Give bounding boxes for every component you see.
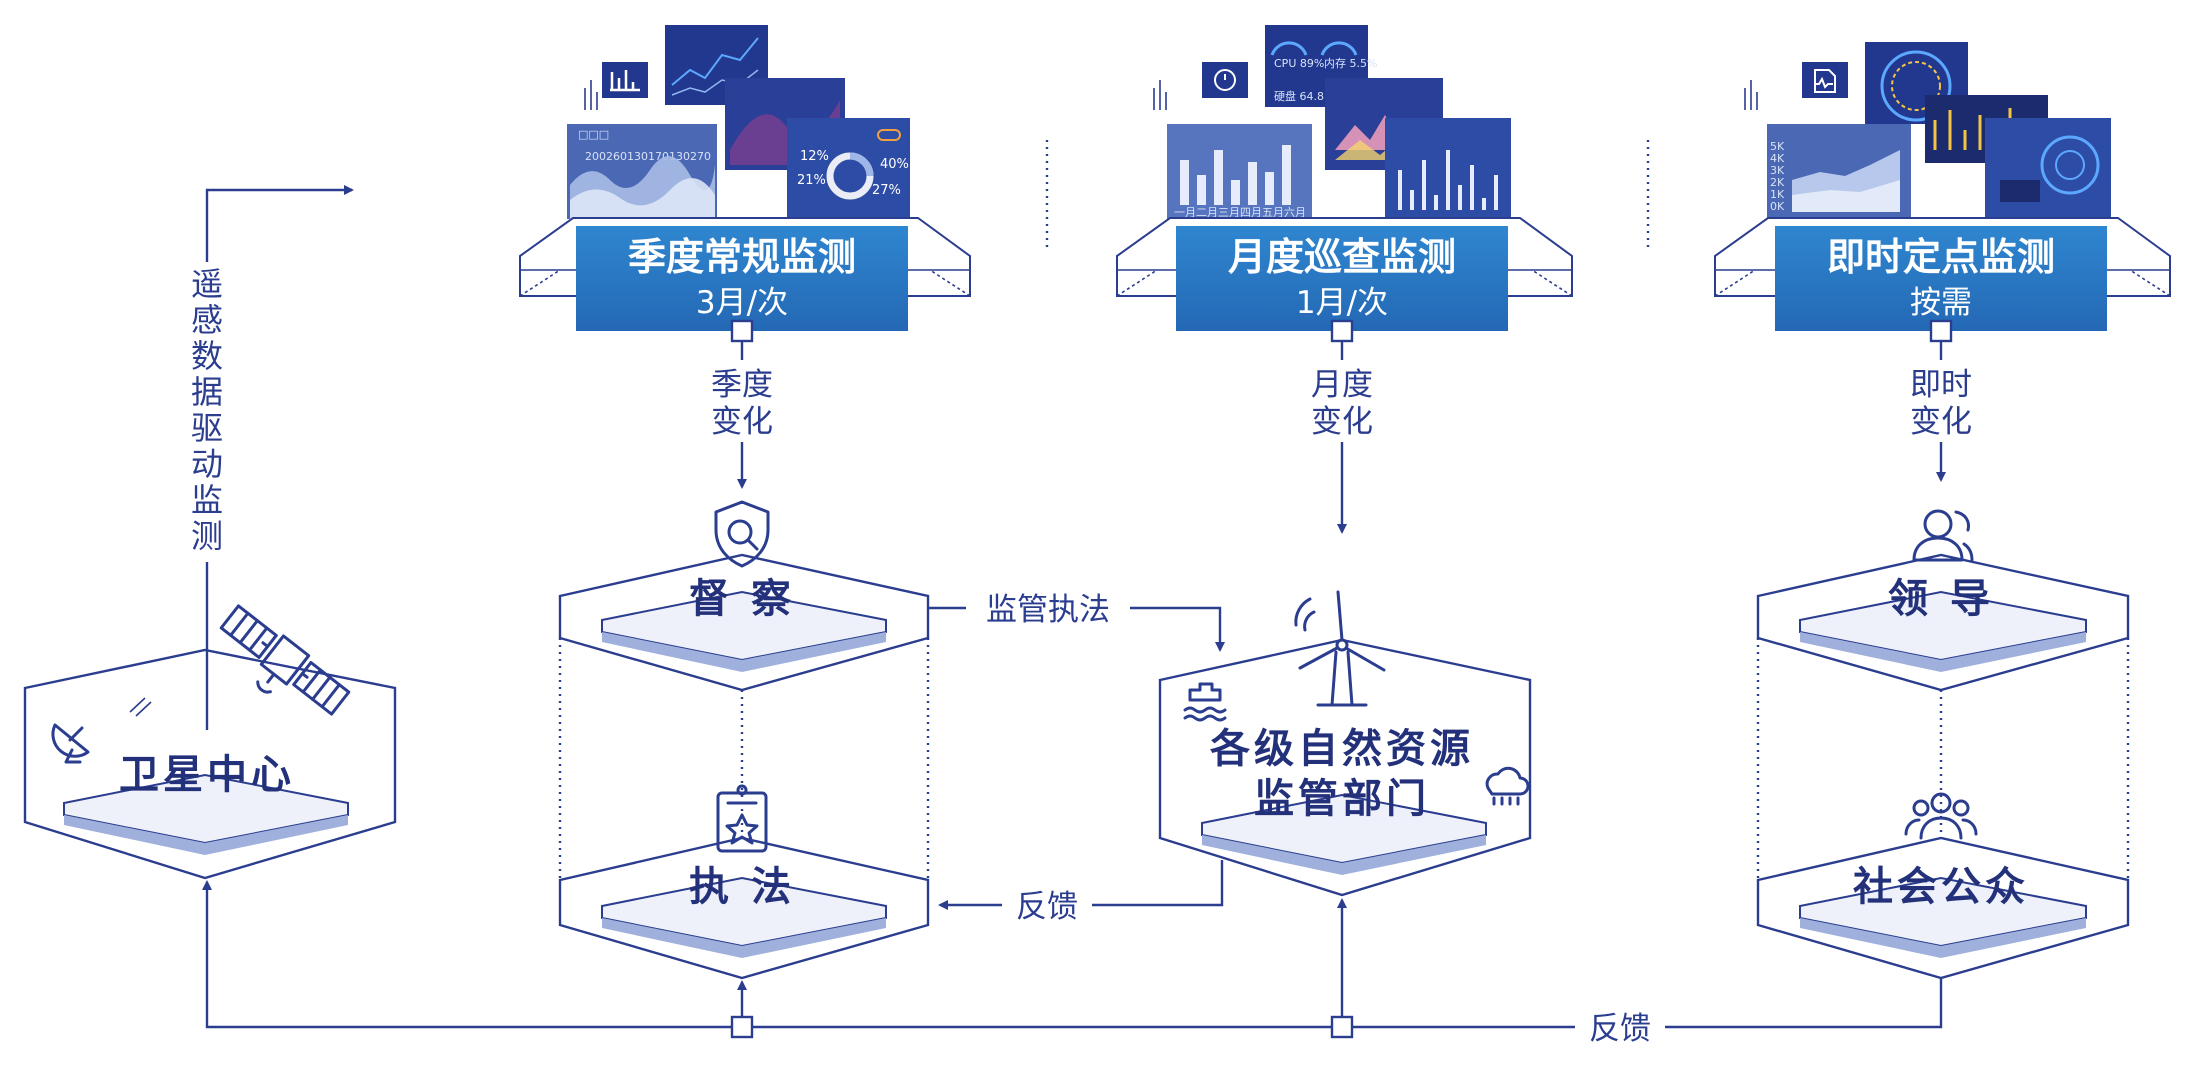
quarterly-change-line1: 季度 bbox=[711, 367, 773, 403]
monthly-monitoring-banner: 月度巡查监测 1月/次 bbox=[1176, 226, 1508, 331]
drive-char-3: 据 bbox=[191, 373, 223, 411]
quarterly-title: 季度常规监测 bbox=[628, 235, 856, 279]
drive-char-0: 遥 bbox=[191, 265, 223, 303]
drive-char-2: 数 bbox=[191, 337, 223, 375]
m-month-5: 六月 bbox=[1284, 206, 1306, 219]
instant-monitoring-banner: 即时定点监测 按需 bbox=[1775, 226, 2107, 331]
i-axis-0: 5K bbox=[1770, 140, 1785, 153]
feedback-label-mid: 反馈 bbox=[1016, 889, 1078, 925]
monthly-frequency: 1月/次 bbox=[1296, 285, 1388, 321]
wind-turbine-icon bbox=[1294, 590, 1386, 707]
quarterly-frequency: 3月/次 bbox=[696, 285, 788, 321]
supervision-label: 督 察 bbox=[689, 576, 795, 622]
connector-node bbox=[1929, 319, 1953, 343]
q-donut-1: 21% bbox=[797, 173, 826, 188]
m-month-0: 一月 bbox=[1174, 206, 1196, 219]
drive-char-4: 驱 bbox=[191, 409, 223, 447]
i-axis-4: 1K bbox=[1770, 188, 1785, 201]
drive-char-6: 监 bbox=[191, 481, 223, 519]
i-axis-1: 4K bbox=[1770, 152, 1785, 165]
water-plant-icon bbox=[1183, 682, 1227, 722]
quarterly-dashboard-thumbnails: □□□ 200 260 130 170 130 270 12% 21% 40% … bbox=[567, 25, 910, 219]
drive-char-5: 动 bbox=[191, 445, 223, 483]
monthly-change-line2: 变化 bbox=[1311, 404, 1373, 440]
leader-label: 领 导 bbox=[1888, 576, 1994, 622]
public-icon bbox=[1904, 792, 1978, 840]
m-month-3: 四月 bbox=[1240, 206, 1262, 219]
department-label-line1: 各级自然资源 bbox=[1210, 726, 1474, 772]
department-node bbox=[1158, 638, 1532, 897]
drive-char-7: 测 bbox=[191, 517, 223, 555]
q-axis-0: 200 bbox=[585, 150, 606, 163]
instant-change-line2: 变化 bbox=[1910, 404, 1972, 440]
m-month-4: 五月 bbox=[1262, 206, 1284, 219]
department-label-line2: 监管部门 bbox=[1254, 776, 1430, 822]
satellite-center-node: 卫星中心 bbox=[23, 648, 397, 880]
q-donut-2: 40% bbox=[880, 157, 909, 172]
monthly-title: 月度巡查监测 bbox=[1228, 235, 1456, 279]
connector-node bbox=[1330, 319, 1354, 343]
feedback-bus bbox=[202, 880, 1943, 1029]
q-axis-2: 130 bbox=[627, 150, 648, 163]
instant-change-line1: 即时 bbox=[1910, 367, 1972, 403]
svg-text:□□□: □□□ bbox=[578, 128, 609, 141]
instant-frequency: 按需 bbox=[1910, 285, 1972, 321]
rain-cloud-icon bbox=[1485, 766, 1530, 806]
monthly-dashboard-thumbnails: CPU 89% 内存 5.5% 硬盘 64.81% 一月 二月 三月 四月 五月… bbox=[1153, 25, 1511, 220]
m-month-2: 三月 bbox=[1218, 206, 1240, 219]
quarterly-change-line2: 变化 bbox=[711, 404, 773, 440]
i-axis-2: 3K bbox=[1770, 164, 1785, 177]
m-gauge-0: CPU 89% bbox=[1274, 57, 1324, 70]
supervision-enforcement-column bbox=[558, 553, 930, 980]
connector-node bbox=[1330, 1015, 1354, 1039]
quarterly-monitoring-banner: 季度常规监测 3月/次 bbox=[576, 226, 908, 331]
feedback-label-bottom: 反馈 bbox=[1589, 1011, 1651, 1047]
monthly-change-line1: 月度 bbox=[1311, 367, 1373, 403]
i-axis-5: 0K bbox=[1770, 200, 1785, 213]
instant-dashboard-thumbnails: 5K 4K 3K 2K 1K 0K bbox=[1744, 42, 2111, 220]
badge-icon bbox=[716, 784, 768, 853]
magnifier-shield-icon bbox=[714, 500, 770, 568]
q-donut-0: 12% bbox=[800, 149, 829, 164]
q-axis-5: 270 bbox=[690, 150, 711, 163]
public-label: 社会公众 bbox=[1853, 864, 2029, 910]
satellite-center-label: 卫星中心 bbox=[119, 752, 295, 798]
m-gauge-2: 硬盘 64.81% bbox=[1274, 89, 1341, 103]
q-donut-3: 27% bbox=[872, 183, 901, 198]
leader-icon bbox=[1912, 509, 1974, 562]
instant-title: 即时定点监测 bbox=[1827, 235, 2055, 279]
connector-node bbox=[730, 319, 754, 343]
leader-public-column bbox=[1756, 553, 2130, 980]
connector-node bbox=[730, 1015, 754, 1039]
regulation-label: 监管执法 bbox=[986, 592, 1110, 628]
satellite-dish-icon bbox=[51, 723, 90, 764]
satellite-icon bbox=[219, 604, 351, 716]
enforcement-label: 执 法 bbox=[689, 864, 795, 910]
i-axis-3: 2K bbox=[1770, 176, 1785, 189]
drive-char-1: 感 bbox=[191, 301, 223, 339]
m-month-1: 二月 bbox=[1196, 206, 1218, 219]
m-gauge-1: 内存 5.5% bbox=[1324, 56, 1377, 70]
q-axis-1: 260 bbox=[606, 150, 627, 163]
remote-sensing-drive-text: 遥 感 数 据 驱 动 监 测 bbox=[191, 265, 223, 555]
